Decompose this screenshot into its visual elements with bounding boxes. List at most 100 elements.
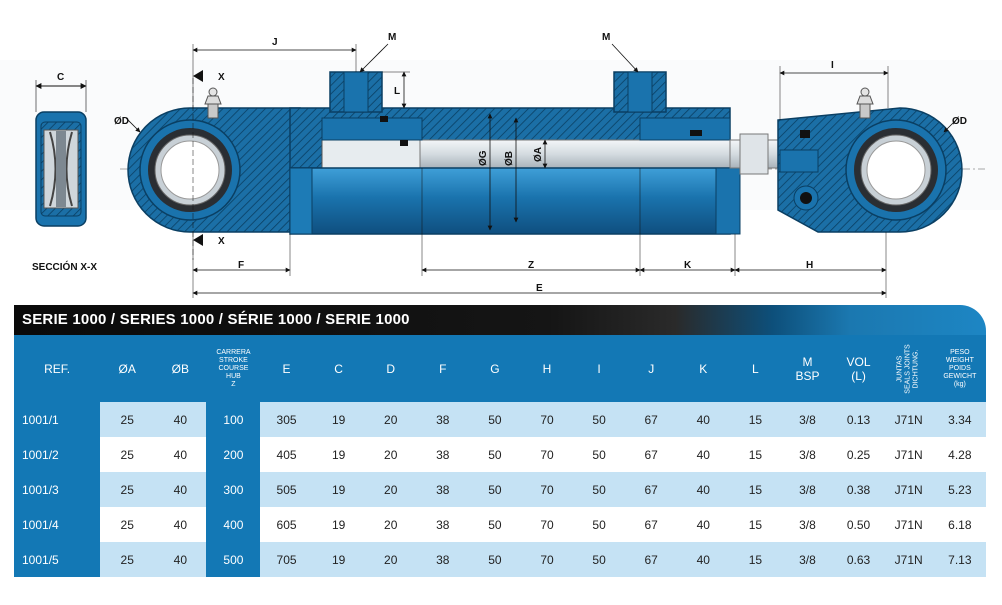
cell-i: 50 (573, 507, 626, 542)
header-i: I (573, 335, 626, 402)
cell-d: 20 (364, 402, 417, 437)
table-row: 1001/1 25 40 100 305 19 20 38 50 70 50 6… (14, 402, 986, 437)
cell-weight: 7.13 (933, 542, 986, 577)
dim-f-label: F (238, 260, 244, 271)
cell-h: 70 (520, 542, 574, 577)
cell-ref: 1001/2 (14, 437, 101, 472)
header-g: G (468, 335, 521, 402)
header-oa: ØA (100, 335, 155, 402)
cell-g: 50 (468, 402, 521, 437)
cell-e: 405 (260, 437, 313, 472)
cell-k: 40 (677, 472, 730, 507)
cell-g: 50 (468, 507, 521, 542)
cell-i: 50 (573, 542, 626, 577)
header-ob: ØB (154, 335, 207, 402)
cell-z: 500 (206, 542, 261, 577)
cell-i: 50 (573, 402, 626, 437)
header-f: F (416, 335, 469, 402)
cell-e: 305 (260, 402, 313, 437)
header-j: J (625, 335, 678, 402)
left-eye (127, 107, 301, 233)
table-title: SERIE 1000 / SERIES 1000 / SÉRIE 1000 / … (22, 311, 410, 328)
header-ref: REF. (14, 335, 101, 402)
cell-vol: 0.25 (833, 437, 884, 472)
cell-l: 15 (729, 402, 782, 437)
cell-c: 19 (312, 472, 365, 507)
cell-seals: J71N (883, 507, 934, 542)
header-d: D (364, 335, 417, 402)
dim-z-label: Z (528, 260, 534, 271)
cell-j: 67 (625, 437, 678, 472)
cell-l: 15 (729, 472, 782, 507)
cell-seals: J71N (883, 472, 934, 507)
cell-m: 3/8 (781, 507, 834, 542)
cell-ref: 1001/3 (14, 472, 101, 507)
cell-j: 67 (625, 542, 678, 577)
cell-i: 50 (573, 472, 626, 507)
cell-f: 38 (416, 542, 469, 577)
dim-ob-label: ØB (504, 151, 515, 166)
port-right (613, 71, 667, 113)
cell-l: 15 (729, 542, 782, 577)
dim-m-right-label: M (602, 32, 610, 43)
dim-od-left-label: ØD (114, 116, 129, 127)
header-e: E (260, 335, 313, 402)
header-l: L (729, 335, 782, 402)
dim-j-label: J (272, 37, 278, 48)
cell-weight: 6.18 (933, 507, 986, 542)
cell-oa: 25 (100, 472, 155, 507)
dimension-lines (125, 43, 959, 298)
dim-m-left-label: M (388, 32, 396, 43)
cell-f: 38 (416, 472, 469, 507)
cell-ref: 1001/4 (14, 507, 101, 542)
cell-ob: 40 (154, 437, 207, 472)
section-label: SECCIÓN X-X (32, 260, 97, 273)
spec-table-panel: SERIE 1000 / SERIES 1000 / SÉRIE 1000 / … (14, 305, 986, 577)
cell-k: 40 (677, 507, 730, 542)
section-arrow-bottom (193, 234, 203, 246)
table-row: 1001/4 25 40 400 605 19 20 38 50 70 50 6… (14, 507, 986, 542)
dim-od-right-label: ØD (952, 116, 967, 127)
cell-z: 400 (206, 507, 261, 542)
cell-m: 3/8 (781, 437, 834, 472)
header-c: C (312, 335, 365, 402)
cell-j: 67 (625, 472, 678, 507)
dim-x-bottom-label: X (218, 236, 225, 247)
cell-oa: 25 (100, 542, 155, 577)
cell-i: 50 (573, 437, 626, 472)
dim-og-label: ØG (478, 150, 489, 166)
cell-e: 605 (260, 507, 313, 542)
cell-g: 50 (468, 472, 521, 507)
header-h: H (520, 335, 574, 402)
dim-i-label: I (831, 60, 834, 71)
cell-ref: 1001/1 (14, 402, 101, 437)
cell-j: 67 (625, 402, 678, 437)
cell-e: 505 (260, 472, 313, 507)
cell-m: 3/8 (781, 472, 834, 507)
cell-h: 70 (520, 507, 574, 542)
header-k: K (677, 335, 730, 402)
table-row: 1001/2 25 40 200 405 19 20 38 50 70 50 6… (14, 437, 986, 472)
grease-nipple-right-icon (856, 87, 874, 119)
cell-weight: 3.34 (933, 402, 986, 437)
cell-z: 300 (206, 472, 261, 507)
cell-weight: 4.28 (933, 437, 986, 472)
cell-vol: 0.50 (833, 507, 884, 542)
cell-d: 20 (364, 542, 417, 577)
cell-ob: 40 (154, 542, 207, 577)
section-x-x (35, 111, 87, 227)
cell-vol: 0.13 (833, 402, 884, 437)
cell-c: 19 (312, 437, 365, 472)
header-vol: VOL(L) (833, 335, 884, 402)
cell-g: 50 (468, 437, 521, 472)
cell-k: 40 (677, 402, 730, 437)
cell-l: 15 (729, 507, 782, 542)
cell-ob: 40 (154, 402, 207, 437)
dim-k-label: K (684, 260, 692, 271)
grease-nipple-left-icon (204, 87, 222, 119)
cell-z: 100 (206, 402, 261, 437)
